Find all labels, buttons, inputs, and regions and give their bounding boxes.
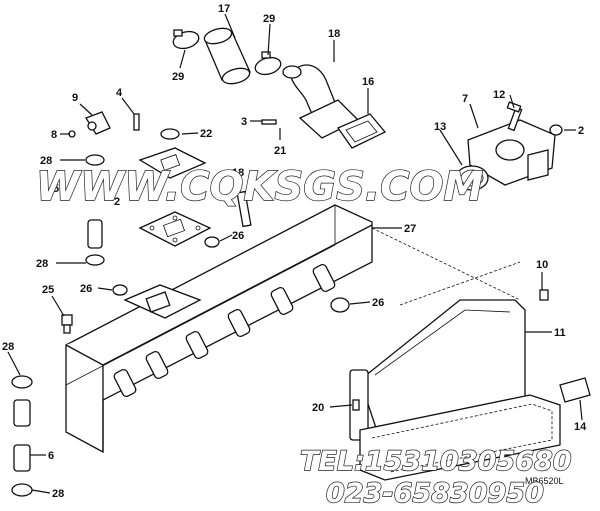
flange-gasket-upper bbox=[138, 211, 212, 247]
plate-14 bbox=[559, 377, 591, 403]
watermark: WWW.CQKSGS.COM TEL:15310305680 023-65830… bbox=[35, 163, 572, 509]
callout-4: 4 bbox=[116, 87, 123, 99]
callout-18-mid: 18 bbox=[232, 167, 244, 179]
cover-gasket bbox=[359, 394, 561, 481]
stud-bolt-long bbox=[236, 190, 252, 228]
callout-8: 8 bbox=[51, 129, 57, 141]
thermostat-housing bbox=[467, 119, 556, 186]
callout-3: 3 bbox=[241, 116, 247, 128]
callout-26-c: 26 bbox=[372, 297, 384, 309]
elbow-pipe bbox=[282, 64, 360, 139]
plug-26-a bbox=[204, 236, 220, 248]
callout-16: 16 bbox=[362, 76, 374, 88]
plug-20 bbox=[352, 399, 360, 411]
callout-28-upper: 28 bbox=[40, 155, 52, 167]
callout-26-b: 26 bbox=[80, 283, 92, 295]
callout-28-bottom: 28 bbox=[52, 488, 64, 500]
callout-2-right: 2 bbox=[578, 125, 584, 137]
callout-22: 22 bbox=[200, 128, 212, 140]
o-ring-13 bbox=[455, 165, 489, 191]
callout-10: 10 bbox=[536, 259, 548, 271]
callout-labels: 17 29 29 18 16 9 4 22 8 3 21 28 18 2 7 1… bbox=[2, 3, 587, 500]
callout-29-left: 29 bbox=[172, 71, 184, 83]
callout-21: 21 bbox=[274, 145, 286, 157]
callout-2-left: 2 bbox=[114, 196, 120, 208]
hose-clamp-right bbox=[254, 51, 282, 76]
pipe-6-upper bbox=[85, 154, 105, 266]
small-part-label: MB6520L bbox=[525, 476, 564, 486]
callout-12: 12 bbox=[493, 89, 505, 101]
callout-13: 13 bbox=[434, 121, 446, 133]
connector-hose bbox=[203, 27, 251, 85]
screw-4 bbox=[133, 113, 140, 131]
pipe-6-lower bbox=[11, 375, 33, 497]
callout-26-a: 26 bbox=[232, 230, 244, 242]
callout-20: 20 bbox=[312, 402, 324, 414]
callout-5: 5 bbox=[53, 183, 59, 195]
elbow-gasket bbox=[337, 113, 387, 149]
callout-9: 9 bbox=[72, 92, 78, 104]
hose-clamp-left bbox=[172, 29, 200, 50]
watermark-site: WWW.CQKSGS.COM bbox=[36, 164, 483, 210]
callout-6: 6 bbox=[48, 450, 54, 462]
plug-26-c bbox=[330, 297, 350, 313]
plug-26-b bbox=[112, 284, 128, 296]
callout-14: 14 bbox=[574, 421, 587, 433]
plug-10 bbox=[539, 289, 549, 301]
washer-22 bbox=[160, 128, 180, 140]
plug-25 bbox=[61, 314, 73, 334]
watermark-tel: TEL:15310305680 bbox=[300, 446, 572, 477]
callout-28-mid: 28 bbox=[36, 258, 48, 270]
callout-25: 25 bbox=[42, 284, 54, 296]
callout-7: 7 bbox=[462, 93, 468, 105]
plug-2-right bbox=[549, 124, 563, 136]
callout-27: 27 bbox=[404, 223, 416, 235]
callout-17: 17 bbox=[218, 3, 230, 15]
watermark-phone: 023-65830950 bbox=[326, 478, 544, 509]
callout-28-lower: 28 bbox=[2, 341, 14, 353]
callout-29-top: 29 bbox=[263, 13, 275, 25]
elbow-fitting-9 bbox=[85, 111, 111, 135]
callout-18-top: 18 bbox=[328, 28, 340, 40]
callout-11: 11 bbox=[554, 327, 566, 339]
turbo-flange-plate bbox=[138, 147, 207, 179]
exhaust-manifold bbox=[65, 204, 373, 454]
stud-3 bbox=[261, 119, 277, 125]
leader-lines bbox=[7, 13, 583, 494]
